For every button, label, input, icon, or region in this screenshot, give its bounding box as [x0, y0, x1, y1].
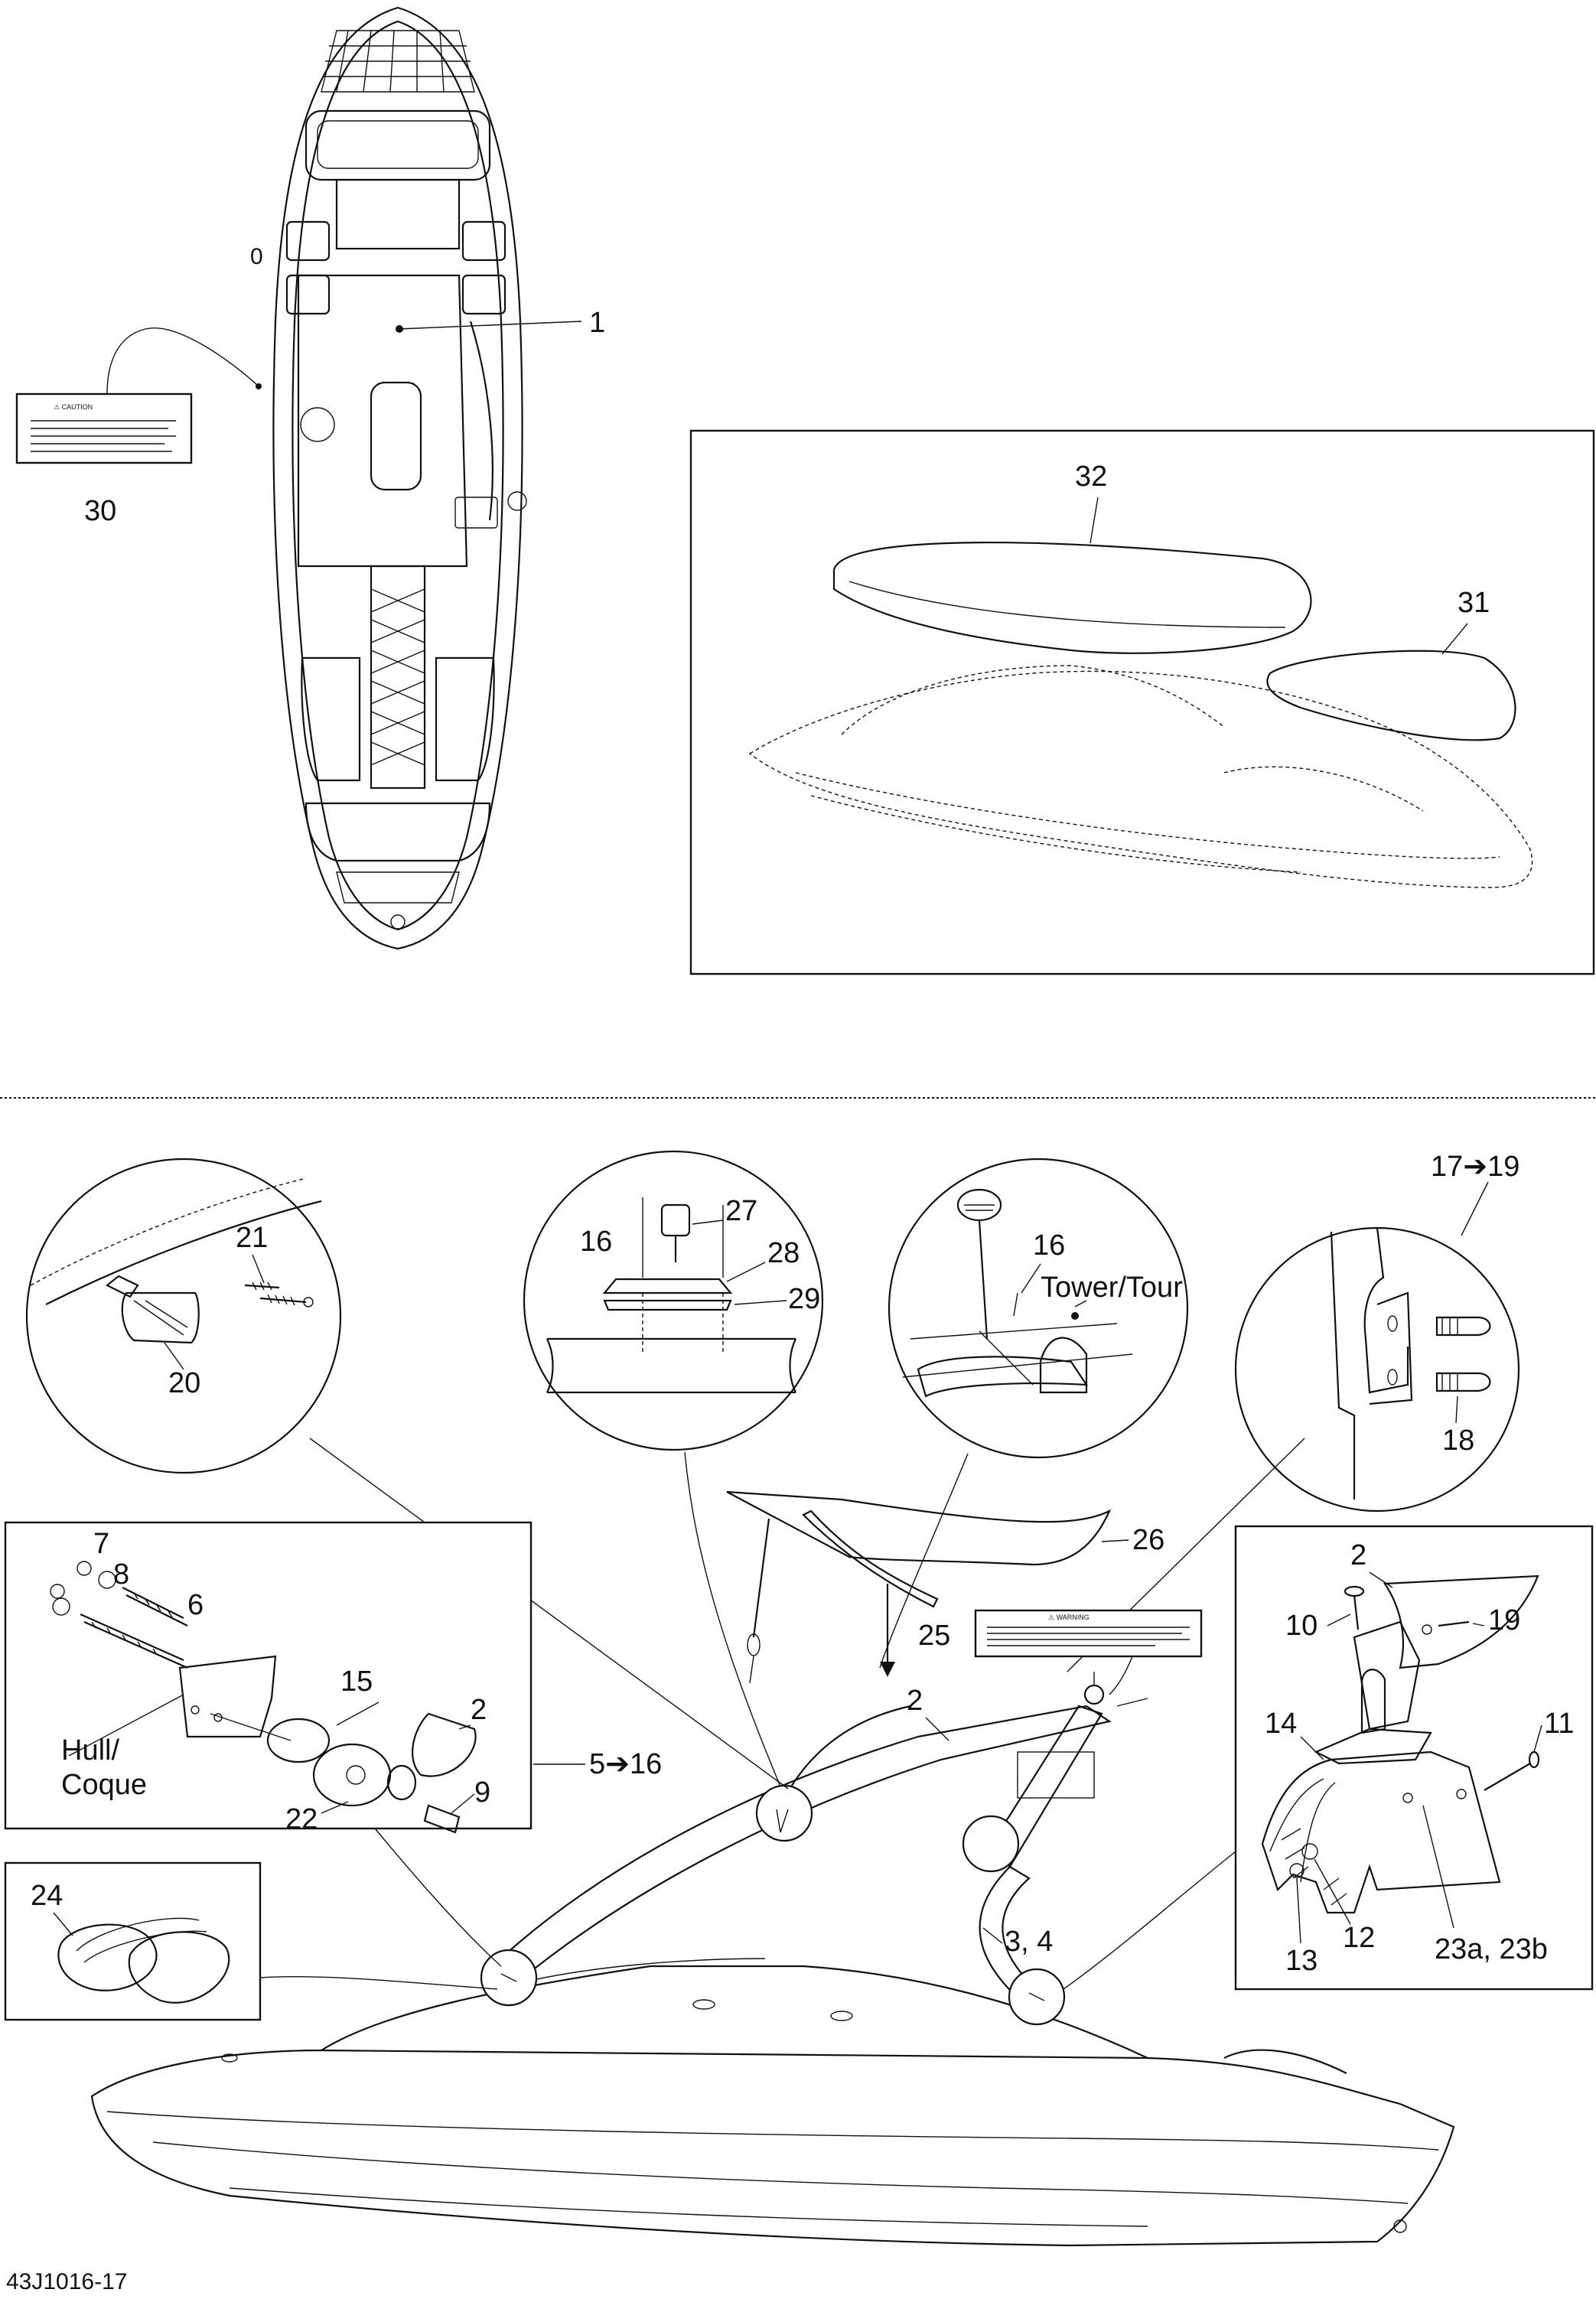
caution-title: ⚠ CAUTION — [54, 403, 93, 411]
callout-30: 30 — [84, 495, 116, 527]
callout-16-flag: 16 — [580, 1226, 612, 1258]
boat-top-view: 0 — [250, 6, 527, 950]
tower-label: Tower/Tour — [1041, 1272, 1183, 1304]
cover-inset: 32 31 — [689, 429, 1595, 975]
detail-ring-mount — [962, 1815, 1020, 1873]
callout-19: 19 — [1488, 1604, 1520, 1636]
hull-label-2: Coque — [61, 1769, 147, 1801]
callout-32: 32 — [1075, 461, 1107, 493]
callout-10: 10 — [1285, 1610, 1318, 1642]
tower-mount-box: 2 10 19 14 11 13 12 23a, 23b — [1234, 1525, 1594, 1991]
board-rack-box: 24 — [4, 1861, 262, 2021]
hull-marking: 0 — [250, 244, 263, 269]
callout-16-tower: 16 — [1033, 1229, 1065, 1262]
callout-3-4: 3, 4 — [1005, 1926, 1053, 1958]
callout-1: 1 — [399, 307, 605, 339]
leader-flag — [684, 1451, 781, 1787]
callout-31: 31 — [1458, 587, 1490, 619]
leader-rack — [259, 1975, 498, 1990]
callout-28: 28 — [767, 1237, 800, 1269]
callout-14: 14 — [1265, 1708, 1297, 1740]
detail-tower-bolts: 18 17➔19 — [1234, 1151, 1519, 1513]
diagram-code: 43J1016-17 — [6, 2269, 127, 2294]
walkway-texture — [370, 588, 425, 766]
callout-26: 26 — [1132, 1524, 1164, 1556]
warning-decal: ⚠ WARNING 25 — [918, 1609, 1203, 1695]
board-rack: 26 — [726, 1490, 1164, 1684]
hull-mount-box: 7 8 6 15 2 9 22 Hull/ Coque — [4, 1521, 533, 1835]
callout-11: 11 — [1544, 1708, 1574, 1740]
svg-text:1: 1 — [589, 307, 605, 339]
detail-flag-mount: 27 16 28 29 — [523, 1150, 824, 1451]
callout-8: 8 — [113, 1558, 129, 1591]
callout-23: 23a, 23b — [1435, 1933, 1548, 1965]
callout-15: 15 — [340, 1666, 373, 1698]
warning-title: ⚠ WARNING — [1048, 1614, 1090, 1621]
callout-5-16: 5➔16 — [589, 1748, 662, 1780]
deck-texture — [323, 30, 473, 93]
callout-2-tower: 2 — [907, 1685, 923, 1717]
callout-25: 25 — [918, 1620, 950, 1652]
callout-21: 21 — [236, 1222, 268, 1254]
hull-label-1: Hull/ — [61, 1734, 119, 1767]
callout-7: 7 — [93, 1528, 109, 1560]
leader-tower-base — [879, 1453, 1148, 1707]
callout-29: 29 — [788, 1283, 820, 1315]
callout-13: 13 — [1285, 1945, 1318, 1977]
callout-2-hull: 2 — [471, 1694, 487, 1726]
callout-18: 18 — [1442, 1425, 1474, 1457]
callout-2-mount: 2 — [1350, 1539, 1366, 1571]
caution-decal: ⚠ CAUTION 30 — [15, 327, 262, 527]
callout-20: 20 — [168, 1367, 200, 1399]
callout-12: 12 — [1343, 1922, 1375, 1954]
leader-hull — [374, 1828, 502, 1967]
callout-6: 6 — [187, 1589, 204, 1621]
callout-27: 27 — [725, 1195, 757, 1227]
leader-mirror — [309, 1438, 789, 1789]
detail-ring-tower-arm — [755, 1784, 813, 1842]
detail-tower-base: 16 Tower/Tour — [888, 1158, 1189, 1459]
leader-mount — [1063, 1851, 1236, 1990]
callout-24: 24 — [31, 1880, 63, 1912]
callout-22: 22 — [285, 1803, 318, 1835]
boat-side-view — [90, 1958, 1455, 2247]
detail-mirror: 21 20 — [25, 1158, 342, 1474]
callout-9: 9 — [474, 1776, 490, 1809]
callout-17-19: 17➔19 — [1431, 1151, 1519, 1183]
